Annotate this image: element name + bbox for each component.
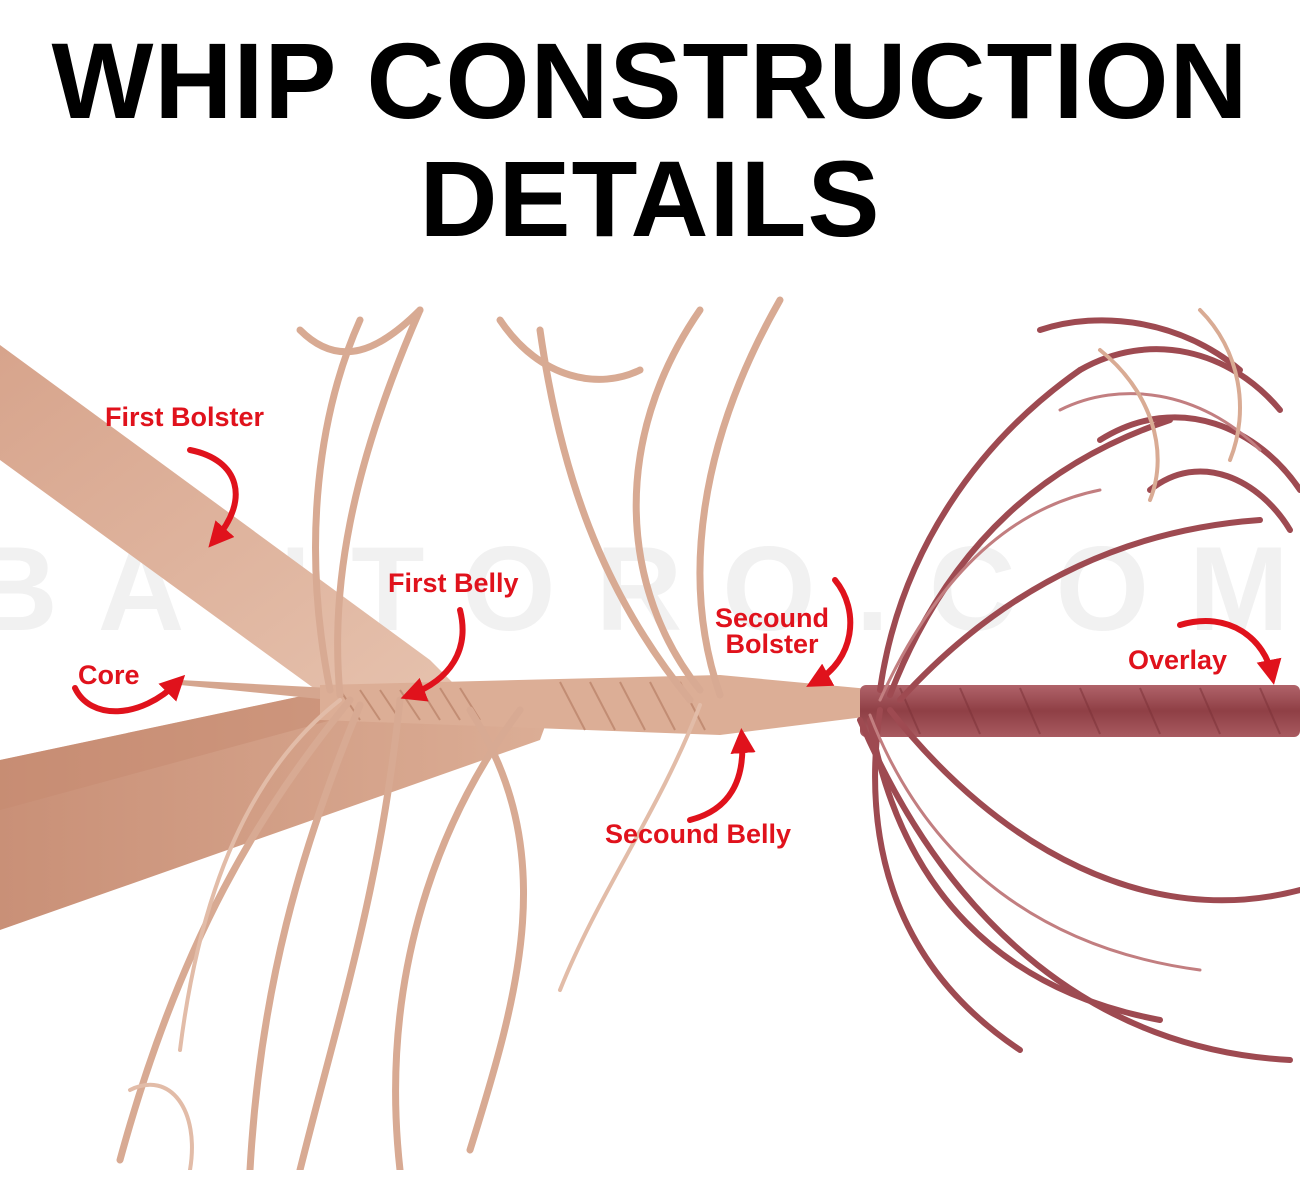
second-bolster-arrow	[806, 577, 854, 687]
title-line-1: WHIP CONSTRUCTION	[51, 20, 1249, 141]
label-second-bolster: Secound Bolster	[715, 603, 830, 659]
second-belly-arrow	[687, 727, 756, 823]
title-line-2: DETAILS	[419, 138, 881, 259]
loose-rawhide-strands	[116, 296, 784, 1170]
label-core: Core	[78, 660, 140, 690]
overlay-shaft	[860, 685, 1300, 737]
label-overlay: Overlay	[1128, 645, 1228, 675]
label-first-belly: First Belly	[388, 568, 519, 598]
first-bolster-arrow	[187, 447, 239, 548]
first-bolster-strap	[0, 345, 470, 700]
overlay-arrow	[1177, 618, 1282, 685]
annotation-arrows	[72, 447, 1282, 823]
page-title: WHIP CONSTRUCTION DETAILS	[0, 22, 1300, 258]
core-strand	[180, 680, 330, 700]
label-second-bolster-line2: Bolster	[725, 629, 819, 659]
loose-overlay-strands	[857, 317, 1300, 1063]
label-second-bolster-line1: Secound	[715, 603, 830, 633]
first-belly-arrow	[400, 607, 466, 702]
whip-construction-illustration: BANTORO.COM	[0, 296, 1300, 1170]
label-second-belly: Secound Belly	[605, 819, 792, 849]
label-first-bolster: First Bolster	[105, 402, 265, 432]
core-arrow	[72, 674, 186, 715]
